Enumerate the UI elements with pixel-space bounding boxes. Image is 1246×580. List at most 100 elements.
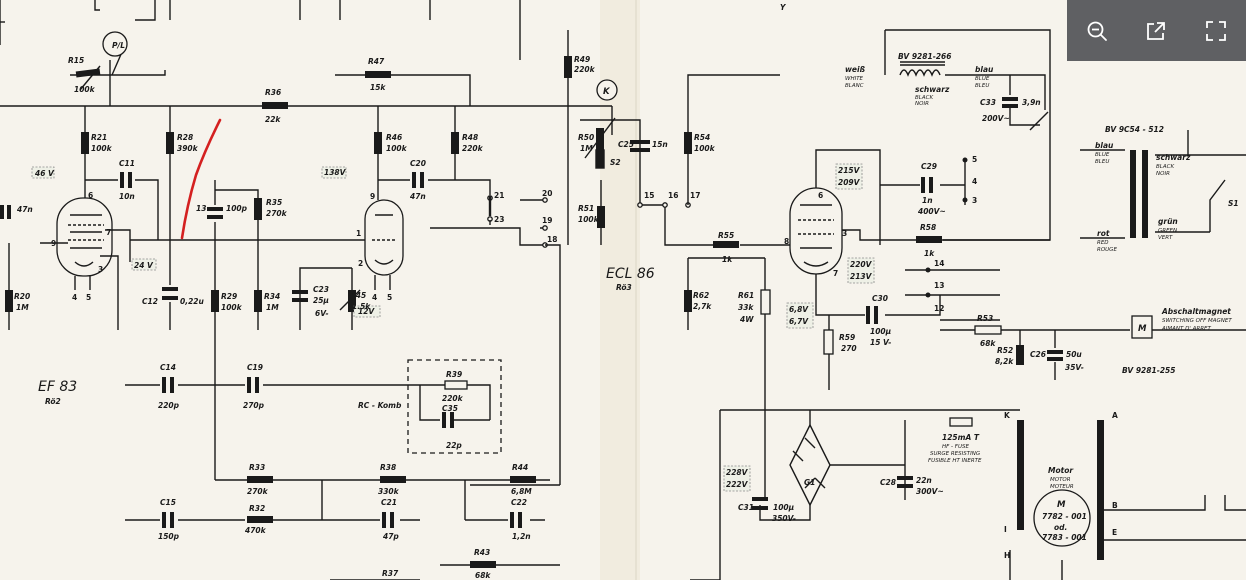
tube1-pin-5: 5 bbox=[86, 293, 91, 302]
r34-ref: R34 bbox=[264, 292, 280, 301]
tube3-pin-7: 7 bbox=[833, 269, 838, 278]
r49-ref: R49 bbox=[574, 55, 590, 64]
wire-blau2: blau bbox=[1095, 141, 1114, 150]
open-external-button[interactable] bbox=[1136, 11, 1176, 51]
tube2-pin-5: 5 bbox=[387, 293, 392, 302]
motor-m: M bbox=[1057, 500, 1066, 510]
motor-od: od. bbox=[1054, 523, 1067, 532]
wire-weiss: weiß bbox=[845, 65, 865, 74]
pin-16: 16 bbox=[668, 191, 678, 200]
pin-4: 4 bbox=[972, 177, 977, 186]
wire-vert: VERT bbox=[1158, 235, 1173, 241]
c13-value: 100p bbox=[226, 204, 248, 213]
magnet-fr: AIMANT D' ARRET bbox=[1161, 326, 1211, 332]
v12-label: 12V bbox=[358, 307, 375, 316]
r55-value: 1k bbox=[722, 255, 733, 264]
fuse-line1: HF - FUSE bbox=[942, 444, 969, 450]
fullscreen-icon bbox=[1206, 20, 1227, 41]
motor-part2: 7783 - 001 bbox=[1042, 533, 1087, 542]
tube1-pin-9: 9 bbox=[51, 239, 56, 248]
tube1-pin-7: 7 bbox=[106, 228, 111, 237]
pin-19: 19 bbox=[542, 216, 552, 225]
tube2-pin-1: 1 bbox=[356, 229, 361, 238]
pin-18: 18 bbox=[547, 235, 557, 244]
fuse-line2: SURGE RESISTING bbox=[930, 451, 980, 457]
c23-ref: C23 bbox=[313, 285, 329, 294]
zoom-out-button[interactable] bbox=[1077, 11, 1117, 51]
r32-ref: R32 bbox=[249, 504, 265, 513]
r62-ref: R62 bbox=[693, 291, 709, 300]
r47-value: 15k bbox=[370, 83, 386, 92]
c28-volt: 300V~ bbox=[916, 487, 944, 496]
r61-value: 33k bbox=[738, 303, 754, 312]
tube3-pin-3: 3 bbox=[842, 229, 847, 238]
tube2-pin-4: 4 bbox=[372, 293, 377, 302]
image-viewer-toolbar bbox=[1067, 0, 1246, 61]
r28-value: 390k bbox=[177, 144, 199, 153]
r58-ref: R58 bbox=[920, 223, 936, 232]
y-label: Y bbox=[780, 3, 787, 12]
c29-value: 1n bbox=[922, 196, 933, 205]
wire-blau: blau bbox=[975, 65, 994, 74]
r34-value: 1M bbox=[266, 303, 279, 312]
wire-white: WHITE bbox=[845, 76, 864, 82]
motor-part1: 7782 - 001 bbox=[1042, 512, 1087, 521]
v46-label: 46 V bbox=[35, 169, 55, 178]
r50-ref: R50 bbox=[578, 133, 594, 142]
c31-ref: C31 bbox=[738, 503, 754, 512]
motor-title: Motor bbox=[1048, 466, 1074, 475]
pin-23: 23 bbox=[494, 215, 504, 224]
r43-ref: R43 bbox=[474, 548, 490, 557]
r45-value: 1.5k bbox=[352, 302, 371, 311]
c25-ref: C25 bbox=[618, 140, 634, 149]
pin-3: 3 bbox=[972, 196, 977, 205]
r35-value: 270k bbox=[266, 209, 288, 218]
pin-5: 5 bbox=[972, 155, 977, 164]
r29-value: 100k bbox=[221, 303, 243, 312]
r46-ref: R46 bbox=[386, 133, 402, 142]
c12-ref: C12 bbox=[142, 297, 158, 306]
fuse-line3: FUSIBLE HT INERTE bbox=[928, 458, 982, 464]
v209-label: 209V bbox=[838, 178, 861, 187]
motor-fr: MOTEUR bbox=[1050, 484, 1074, 490]
r61-ref: R61 bbox=[738, 291, 754, 300]
fullscreen-button[interactable] bbox=[1196, 11, 1236, 51]
r54-value: 100k bbox=[694, 144, 716, 153]
wire-gruen: grün bbox=[1158, 217, 1178, 226]
v68-label: 6,8V bbox=[789, 305, 809, 314]
v138-label: 138V bbox=[324, 168, 347, 177]
r28-ref: R28 bbox=[177, 133, 193, 142]
c29-volt: 400V~ bbox=[918, 207, 946, 216]
r32-value: 470k bbox=[245, 526, 267, 535]
tube2-pin-2: 2 bbox=[358, 259, 363, 268]
c23-value: 25µ bbox=[313, 296, 329, 305]
r48-value: 220k bbox=[462, 144, 484, 153]
r49-value: 220k bbox=[574, 65, 596, 74]
c20-ref: C20 bbox=[410, 159, 426, 168]
s1-label: S1 bbox=[1228, 199, 1239, 208]
c33-ref: C33 bbox=[980, 98, 996, 107]
c31-value: 100µ bbox=[773, 503, 795, 512]
pin-12: 12 bbox=[934, 304, 944, 313]
ef83-tube-ref: Rö2 bbox=[45, 397, 61, 406]
wire-noir2: NOIR bbox=[1156, 171, 1170, 177]
r58-value: 1k bbox=[924, 249, 935, 258]
c29-ref: C29 bbox=[921, 162, 937, 171]
wire-rouge: ROUGE bbox=[1097, 247, 1117, 253]
k-marker-label: K bbox=[603, 87, 611, 97]
tube3-pin-8: 8 bbox=[784, 237, 789, 246]
c14-ref: C14 bbox=[160, 363, 176, 372]
wire-black: BLACK bbox=[915, 95, 933, 101]
v220-label: 220V bbox=[850, 260, 873, 269]
c12-value: 0,22u bbox=[180, 297, 205, 306]
c11-value: 10n bbox=[119, 192, 135, 201]
wire-bleu: BLEU bbox=[975, 83, 989, 89]
r44-ref: R44 bbox=[512, 463, 528, 472]
c35-ref: C35 bbox=[442, 404, 458, 413]
r39-value: 220k bbox=[442, 394, 464, 403]
v24-label: 24 V bbox=[134, 261, 154, 270]
wire-blue: BLUE bbox=[975, 76, 990, 82]
tube1-pin-4: 4 bbox=[72, 293, 77, 302]
r39-ref: R39 bbox=[446, 370, 462, 379]
tube2-pin-9: 9 bbox=[370, 192, 375, 201]
